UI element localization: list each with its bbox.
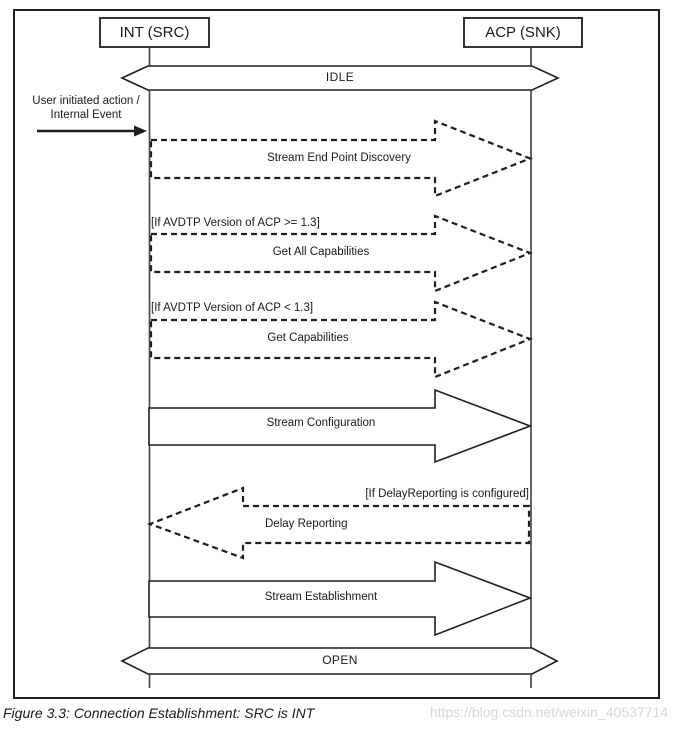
participant-int-box: INT (SRC): [99, 17, 210, 48]
state-band-idle: [120, 65, 560, 91]
message-label-delay-reporting: Delay Reporting: [265, 518, 348, 530]
message-label-stream-end-point-discovery: Stream End Point Discovery: [267, 152, 411, 164]
arrow-stream-end-point-discovery: [149, 119, 533, 198]
trigger-label-line2: Internal Event: [50, 109, 122, 121]
state-idle-label: IDLE: [325, 70, 355, 84]
watermark: https://blog.csdn.net/weixin_40537714: [429, 704, 668, 720]
participant-acp-box: ACP (SNK): [463, 17, 583, 48]
guard-avdtp-version-lt-1-3: [If AVDTP Version of ACP < 1.3]: [151, 302, 314, 314]
state-band-open: [120, 647, 559, 675]
message-label-stream-configuration: Stream Configuration: [266, 417, 376, 429]
arrow-get-capabilities: [149, 300, 533, 379]
arrow-delay-reporting: [146, 486, 531, 560]
guard-avdtp-version-ge-1-3: [If AVDTP Version of ACP >= 1.3]: [151, 217, 320, 229]
guard-delay-reporting-configured: [If DelayReporting is configured]: [365, 488, 529, 500]
arrow-stream-configuration: [148, 388, 533, 464]
message-label-get-capabilities: Get Capabilities: [267, 332, 349, 344]
message-label-stream-establishment: Stream Establishment: [264, 591, 378, 603]
trigger-arrow-head-icon: [134, 125, 147, 137]
message-label-get-all-capabilities: Get All Capabilities: [272, 246, 370, 258]
figure-caption: Figure 3.3: Connection Establishment: SR…: [3, 705, 315, 721]
arrow-stream-establishment: [148, 560, 533, 637]
state-open-label: OPEN: [322, 653, 358, 667]
arrow-get-all-capabilities: [149, 214, 533, 293]
trigger-label-line1: User initiated action /: [32, 95, 140, 107]
